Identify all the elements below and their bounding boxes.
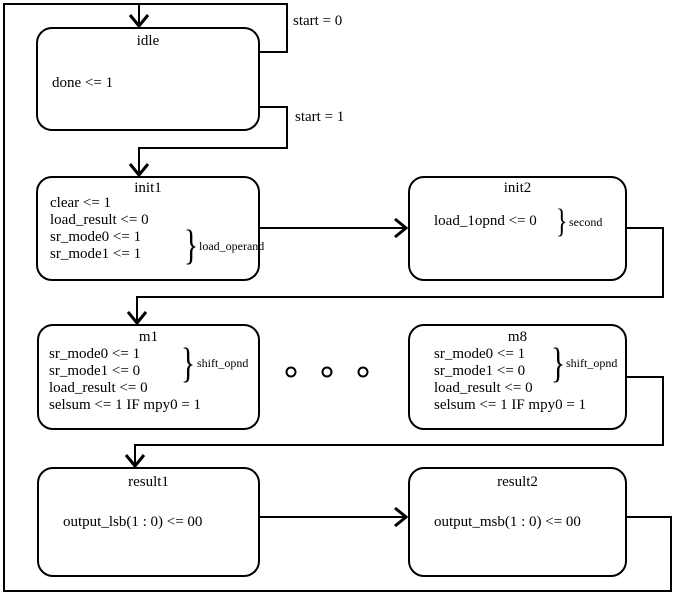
state-title: init2 [503, 180, 532, 196]
state-actions: sr_mode0 <= 1 sr_mode1 <= 0 load_result … [434, 346, 586, 414]
state-init2: init2 load_1opnd <= 0 } second [408, 176, 627, 281]
ellipsis-dots [285, 366, 369, 378]
brace-label: second [569, 215, 603, 229]
state-action: clear <= 1 [50, 195, 112, 211]
state-action: selsum <= 1 IF mpy0 = 1 [49, 397, 202, 413]
arrowhead-into-init2 [394, 217, 409, 239]
state-title: result2 [497, 474, 538, 490]
state-title: init1 [134, 180, 162, 196]
transition-idle-to-init1-start1 [138, 106, 288, 173]
state-action: output_lsb(1 : 0) <= 00 [63, 514, 203, 530]
state-actions: sr_mode0 <= 1 sr_mode1 <= 0 load_result … [49, 346, 201, 414]
brace-glyph: } [184, 223, 199, 269]
state-action: output_msb(1 : 0) <= 00 [434, 514, 581, 530]
state-title: idle [136, 33, 160, 49]
state-action: load_result <= 0 [434, 380, 533, 396]
state-action: sr_mode1 <= 0 [49, 363, 141, 379]
state-action: sr_mode0 <= 1 [434, 346, 526, 362]
state-action: sr_mode0 <= 1 [50, 229, 142, 245]
brace-glyph: } [556, 203, 568, 240]
arrowhead-into-idle [128, 14, 150, 29]
brace-glyph: } [551, 341, 566, 387]
state-init1: init1 clear <= 1 load_result <= 0 sr_mod… [36, 176, 264, 281]
brace-label: shift_opnd [197, 356, 249, 370]
state-action: done <= 1 [52, 75, 114, 91]
transition-label-start0: start = 0 [293, 13, 343, 29]
state-action: load_1opnd <= 0 [434, 213, 537, 229]
state-title: result1 [128, 474, 169, 490]
transition-idle-self-start0 [139, 3, 288, 53]
state-action: sr_mode0 <= 1 [49, 346, 141, 362]
state-title: m1 [138, 329, 159, 345]
state-m8: m8 sr_mode0 <= 1 sr_mode1 <= 0 load_resu… [408, 324, 627, 430]
brace-label: shift_opnd [566, 356, 618, 370]
state-m1: m1 sr_mode0 <= 1 sr_mode1 <= 0 load_resu… [37, 324, 260, 430]
state-action: sr_mode1 <= 1 [50, 246, 142, 262]
state-action: sr_mode1 <= 0 [434, 363, 526, 379]
state-action: load_result <= 0 [50, 212, 149, 228]
state-idle: idle done <= 1 [36, 27, 260, 131]
arrowhead-into-result2 [394, 506, 409, 528]
state-result2: result2 output_msb(1 : 0) <= 00 [408, 467, 627, 577]
transition-init2-to-m1 [136, 227, 664, 321]
arrowhead-into-m1 [126, 311, 148, 326]
state-action: selsum <= 1 IF mpy0 = 1 [434, 397, 587, 413]
state-actions: clear <= 1 load_result <= 0 sr_mode0 <= … [50, 195, 149, 263]
state-result1: result1 output_lsb(1 : 0) <= 00 [37, 467, 260, 577]
arrowhead-into-result1 [124, 454, 146, 469]
state-title: m8 [507, 329, 528, 345]
brace-label: load_operand [199, 239, 265, 253]
transition-m8-to-result1 [134, 376, 664, 464]
brace-glyph: } [181, 341, 196, 387]
state-action: load_result <= 0 [49, 380, 148, 396]
arrowhead-into-init1 [128, 163, 150, 178]
transition-label-start1: start = 1 [295, 109, 345, 125]
